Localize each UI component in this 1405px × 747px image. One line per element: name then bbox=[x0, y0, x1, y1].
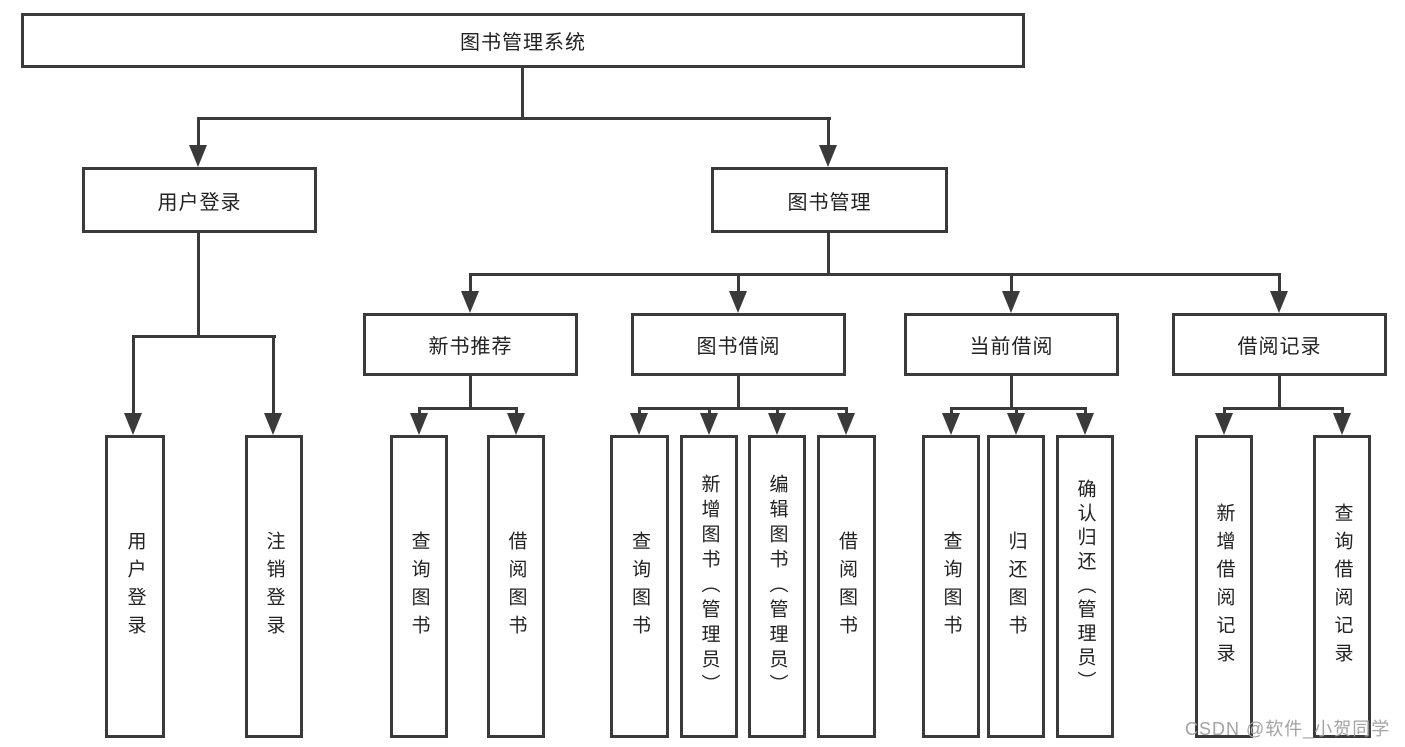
csdn-watermark: CSDN @软件_小贺同学 bbox=[1185, 719, 1391, 739]
arrow-down-icon bbox=[1002, 291, 1020, 313]
leaf-query-books-3-label: 查询图书 bbox=[940, 530, 962, 643]
connector-stem bbox=[776, 407, 779, 417]
leaf-return-books: 归还图书 bbox=[987, 435, 1045, 738]
node-library-system-label: 图书管理系统 bbox=[460, 32, 586, 54]
connector-stem bbox=[737, 376, 740, 410]
connector-stem bbox=[708, 407, 711, 417]
node-book-management: 图书管理 bbox=[711, 167, 948, 233]
leaf-edit-books-admin: 编辑图书（管理员） bbox=[748, 435, 806, 738]
node-current-borrowing: 当前借阅 bbox=[904, 313, 1119, 376]
arrow-down-icon bbox=[189, 145, 207, 167]
arrow-down-icon bbox=[264, 413, 282, 435]
leaf-user-login: 用户登录 bbox=[105, 435, 165, 738]
connector-split bbox=[1223, 407, 1343, 410]
connector-stem bbox=[1341, 407, 1344, 417]
connector-stem bbox=[469, 273, 472, 295]
connector-stem bbox=[827, 233, 830, 276]
connector-stem bbox=[197, 117, 200, 149]
arrow-down-icon bbox=[1007, 413, 1025, 435]
leaf-query-books-2-label: 查询图书 bbox=[629, 530, 650, 643]
leaf-add-borrow-record: 新增借阅记录 bbox=[1195, 435, 1253, 738]
node-user-login-label: 用户登录 bbox=[157, 191, 242, 214]
connector-stem bbox=[197, 233, 200, 338]
node-book-borrowing: 图书借阅 bbox=[631, 313, 846, 376]
connector-stem bbox=[469, 376, 472, 410]
arrow-down-icon bbox=[630, 413, 648, 435]
arrow-down-icon bbox=[700, 413, 718, 435]
leaf-query-books-3: 查询图书 bbox=[922, 435, 980, 738]
leaf-query-borrow-record-label: 查询借阅记录 bbox=[1331, 502, 1353, 671]
connector-stem bbox=[827, 117, 830, 149]
connector-stem bbox=[272, 335, 275, 415]
leaf-add-books-admin-label: 新增图书（管理员） bbox=[698, 474, 720, 699]
leaf-confirm-return-admin-label: 确认归还（管理员） bbox=[1074, 478, 1096, 695]
node-library-system: 图书管理系统 bbox=[21, 13, 1025, 68]
arrow-down-icon bbox=[768, 413, 786, 435]
connector-level3-split bbox=[469, 273, 1281, 276]
connector-split bbox=[638, 407, 847, 410]
leaf-query-books-2: 查询图书 bbox=[610, 435, 669, 738]
leaf-confirm-return-admin: 确认归还（管理员） bbox=[1056, 435, 1114, 738]
node-new-book-recommendation: 新书推荐 bbox=[363, 313, 578, 376]
node-new-book-recommendation-label: 新书推荐 bbox=[428, 336, 513, 358]
connector-split bbox=[950, 407, 1086, 410]
connector-level1-split bbox=[197, 117, 831, 120]
arrow-down-icon bbox=[819, 145, 837, 167]
leaf-borrow-books-1: 借阅图书 bbox=[487, 435, 545, 738]
connector-stem bbox=[638, 407, 641, 417]
leaf-query-books-1: 查询图书 bbox=[390, 435, 448, 738]
arrow-down-icon bbox=[1076, 413, 1094, 435]
leaf-user-login-label: 用户登录 bbox=[124, 530, 146, 643]
arrow-down-icon bbox=[1215, 413, 1233, 435]
connector-stem bbox=[1278, 376, 1281, 410]
leaf-logout-label: 注销登录 bbox=[263, 530, 285, 643]
leaf-add-borrow-record-label: 新增借阅记录 bbox=[1213, 502, 1235, 671]
leaf-add-books-admin: 新增图书（管理员） bbox=[680, 435, 738, 738]
arrow-down-icon bbox=[410, 413, 428, 435]
leaf-edit-books-admin-label: 编辑图书（管理员） bbox=[766, 474, 788, 699]
arrow-down-icon bbox=[124, 413, 142, 435]
connector-stem bbox=[1084, 407, 1087, 417]
connector-stem bbox=[1010, 273, 1013, 295]
connector-stem bbox=[132, 335, 135, 415]
arrow-down-icon bbox=[507, 413, 525, 435]
connector-stem bbox=[950, 407, 953, 417]
connector-stem bbox=[1015, 407, 1018, 417]
connector-split bbox=[132, 335, 276, 338]
node-borrowing-records: 借阅记录 bbox=[1172, 313, 1387, 376]
leaf-logout: 注销登录 bbox=[245, 435, 303, 738]
arrow-down-icon bbox=[1333, 413, 1351, 435]
connector-stem bbox=[845, 407, 848, 417]
leaf-query-borrow-record: 查询借阅记录 bbox=[1313, 435, 1371, 738]
node-current-borrowing-label: 当前借阅 bbox=[969, 336, 1054, 358]
arrow-down-icon bbox=[461, 291, 479, 313]
node-book-borrowing-label: 图书借阅 bbox=[696, 336, 781, 358]
connector-stem bbox=[418, 407, 421, 417]
leaf-return-books-label: 归还图书 bbox=[1005, 530, 1027, 643]
leaf-borrow-books-1-label: 借阅图书 bbox=[505, 530, 527, 643]
arrow-down-icon bbox=[837, 413, 855, 435]
connector-stem bbox=[1010, 376, 1013, 410]
connector-stem bbox=[737, 273, 740, 295]
connector-stem bbox=[1223, 407, 1226, 417]
arrow-down-icon bbox=[942, 413, 960, 435]
connector-stem bbox=[515, 407, 518, 417]
connector-split bbox=[418, 407, 518, 410]
node-book-management-label: 图书管理 bbox=[787, 191, 872, 214]
connector-root-stem bbox=[521, 68, 524, 120]
node-borrowing-records-label: 借阅记录 bbox=[1237, 336, 1322, 358]
leaf-borrow-books-2: 借阅图书 bbox=[817, 435, 876, 738]
arrow-down-icon bbox=[729, 291, 747, 313]
node-user-login: 用户登录 bbox=[82, 167, 317, 233]
arrow-down-icon bbox=[1270, 291, 1288, 313]
leaf-query-books-1-label: 查询图书 bbox=[408, 530, 430, 643]
connector-stem bbox=[1278, 273, 1281, 295]
leaf-borrow-books-2-label: 借阅图书 bbox=[836, 530, 857, 643]
